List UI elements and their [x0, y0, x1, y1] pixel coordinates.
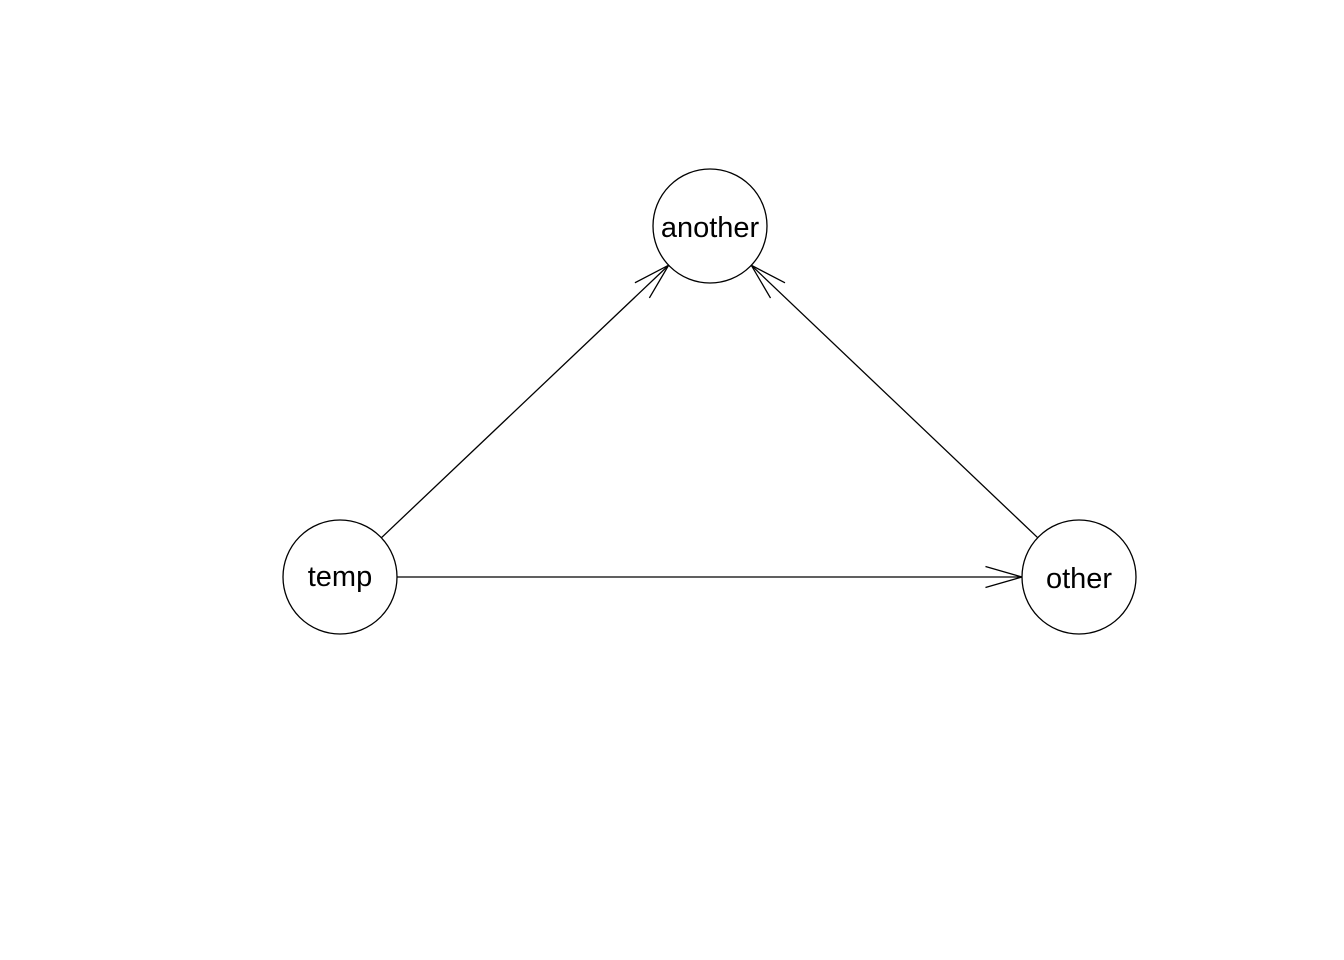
- node-circle-temp: [282, 519, 398, 635]
- edge-temp-to-another: [380, 263, 671, 539]
- node-another: another: [652, 168, 768, 284]
- node-label-temp: temp: [308, 561, 372, 593]
- edge-line: [750, 264, 1039, 539]
- nodes-layer: another temp other: [282, 168, 1137, 635]
- node-label-other: other: [1046, 563, 1112, 595]
- node-temp: temp: [282, 519, 398, 635]
- node-circle-another: [652, 168, 768, 284]
- edge-line: [380, 264, 670, 539]
- node-other: other: [1021, 519, 1137, 635]
- edge-other-to-another: [749, 263, 1039, 539]
- edge-temp-to-other: [397, 565, 1025, 589]
- node-circle-other: [1021, 519, 1137, 635]
- node-label-another: another: [661, 212, 760, 244]
- edges-layer: [380, 263, 1039, 589]
